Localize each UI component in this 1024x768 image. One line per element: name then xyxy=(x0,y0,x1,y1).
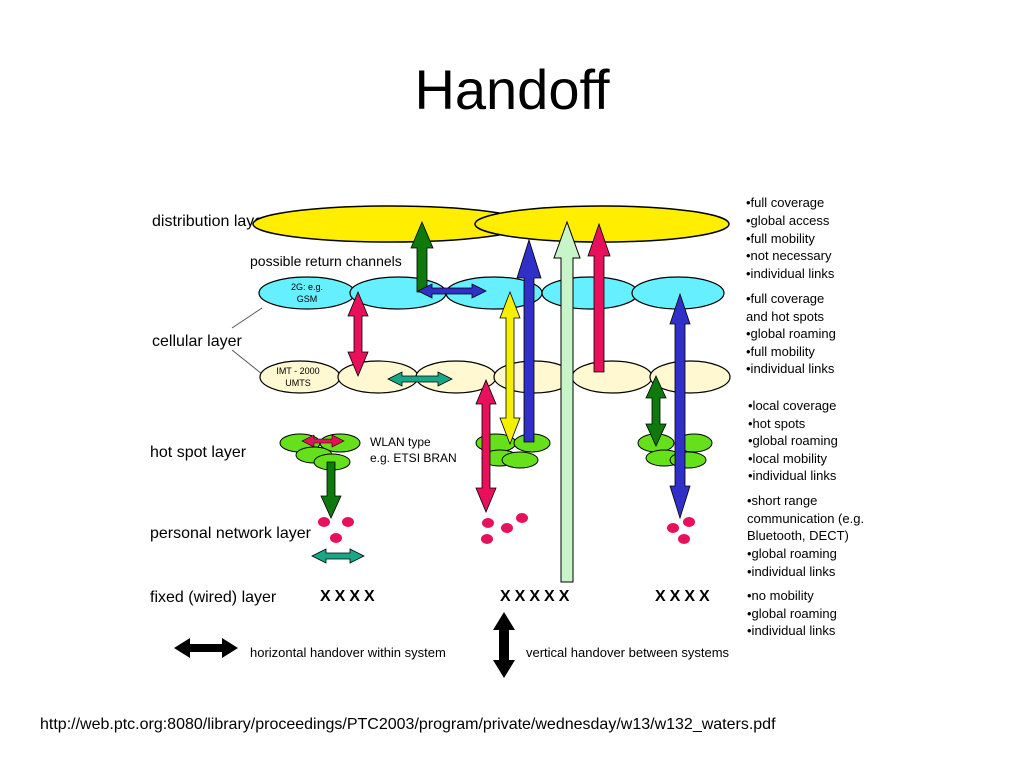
hotspot-property-3: •global roaming xyxy=(748,433,838,448)
vertical-handover-arrow-green-top xyxy=(410,220,434,293)
return-channels-label: possible return channels xyxy=(250,253,402,269)
personal-property-4: •global roaming xyxy=(747,546,837,561)
legend-horizontal-label: horizontal handover within system xyxy=(250,645,446,660)
hotspot-property-2: •hot spots xyxy=(748,416,806,431)
hotspot-property-4: •local mobility xyxy=(748,451,827,466)
personal-devices-right xyxy=(667,517,695,544)
vertical-handover-arrow-green-down xyxy=(320,461,342,519)
hotspot-property-5: •individual links xyxy=(748,468,837,483)
personal-property-1: •short range xyxy=(747,493,817,508)
fixed-property-2: •global roaming xyxy=(747,606,837,621)
distribution-property-2: •global access xyxy=(746,213,830,228)
personal-layer-label: personal network layer xyxy=(150,525,312,542)
cellular-bracket-lower xyxy=(231,349,263,375)
cellular-property-1: •full coverage xyxy=(746,291,824,306)
distribution-layer-label: distribution layer xyxy=(152,213,269,230)
slide-title: Handoff xyxy=(414,58,610,121)
handoff-diagram: distribution layer cellular layer hot sp… xyxy=(150,195,864,678)
fixed-marks-middle: XXXXX xyxy=(500,588,573,605)
personal-devices-left xyxy=(318,517,354,543)
hotspot-property-1: •local coverage xyxy=(748,398,836,413)
horizontal-handover-arrow-teal-personal xyxy=(311,548,365,564)
wlan-label-line1: WLAN type xyxy=(370,435,431,449)
cellular-properties: •full coverage and hot spots •global roa… xyxy=(746,291,836,376)
distribution-properties: •full coverage •global access •full mobi… xyxy=(746,195,835,281)
vertical-handover-arrow-yellow xyxy=(499,290,521,446)
horizontal-handover-arrow-blue xyxy=(417,283,487,299)
distribution-property-3: •full mobility xyxy=(746,231,815,246)
fixed-properties: •no mobility •global roaming •individual… xyxy=(747,588,837,638)
cell-2g-text-line2: GSM xyxy=(297,294,318,304)
fixed-marks-left: XXXX xyxy=(320,588,379,605)
hotspot-layer-label: hot spot layer xyxy=(150,444,247,461)
cell-imt-text-line1: IMT - 2000 xyxy=(276,366,319,376)
legend-vertical-arrow-icon xyxy=(493,612,515,678)
cellular-property-4: •full mobility xyxy=(746,344,815,359)
cell-2g-ellipse-4 xyxy=(541,276,639,310)
cell-2g-text-line1: 2G: e.g. xyxy=(291,282,323,292)
fixed-layer-label: fixed (wired) layer xyxy=(150,589,277,606)
personal-devices-middle xyxy=(481,513,528,544)
vertical-handover-arrow-crimson-middle xyxy=(475,378,497,514)
vertical-handover-arrow-green-right xyxy=(645,375,667,447)
hotspot-properties: •local coverage •hot spots •global roami… xyxy=(748,398,838,483)
cellular-property-5: •individual links xyxy=(746,361,835,376)
cellular-bracket-upper xyxy=(231,307,263,329)
personal-property-3: Bluetooth, DECT) xyxy=(747,528,849,543)
distribution-property-4: •not necessary xyxy=(746,248,832,263)
fixed-property-1: •no mobility xyxy=(747,588,814,603)
distribution-property-5: •individual links xyxy=(746,266,835,281)
fixed-marks-right: XXXX xyxy=(655,588,714,605)
cell-imt-text-line2: UMTS xyxy=(285,378,311,388)
vertical-handover-arrow-crimson-top xyxy=(587,222,611,373)
vertical-handover-arrow-blue-middle xyxy=(516,238,542,443)
wlan-label-line2: e.g. ETSI BRAN xyxy=(370,451,457,465)
vertical-handover-arrow-lightgreen xyxy=(553,220,581,583)
distribution-property-1: •full coverage xyxy=(746,195,824,210)
horizontal-handover-arrow-teal-cellular xyxy=(387,371,453,387)
vertical-handover-arrow-blue-right xyxy=(669,292,691,520)
personal-properties: •short range communication (e.g. Bluetoo… xyxy=(747,493,864,579)
source-url: http://web.ptc.org:8080/library/proceedi… xyxy=(40,716,776,733)
fixed-property-3: •individual links xyxy=(747,623,836,638)
personal-property-2: communication (e.g. xyxy=(747,511,864,526)
cell-3g-ellipse-5 xyxy=(571,360,653,394)
cellular-property-3: •global roaming xyxy=(746,326,836,341)
horizontal-handover-arrow-crimson-hotspot xyxy=(301,434,345,448)
legend-vertical-label: vertical handover between systems xyxy=(526,645,730,660)
cellular-layer-label: cellular layer xyxy=(152,333,242,350)
cell-3g-ellipse-6 xyxy=(649,360,731,394)
vertical-handover-arrow-crimson-left xyxy=(347,290,369,378)
cellular-property-2: and hot spots xyxy=(746,309,825,324)
personal-property-5: •individual links xyxy=(747,564,836,579)
legend-horizontal-arrow-icon xyxy=(174,638,238,658)
